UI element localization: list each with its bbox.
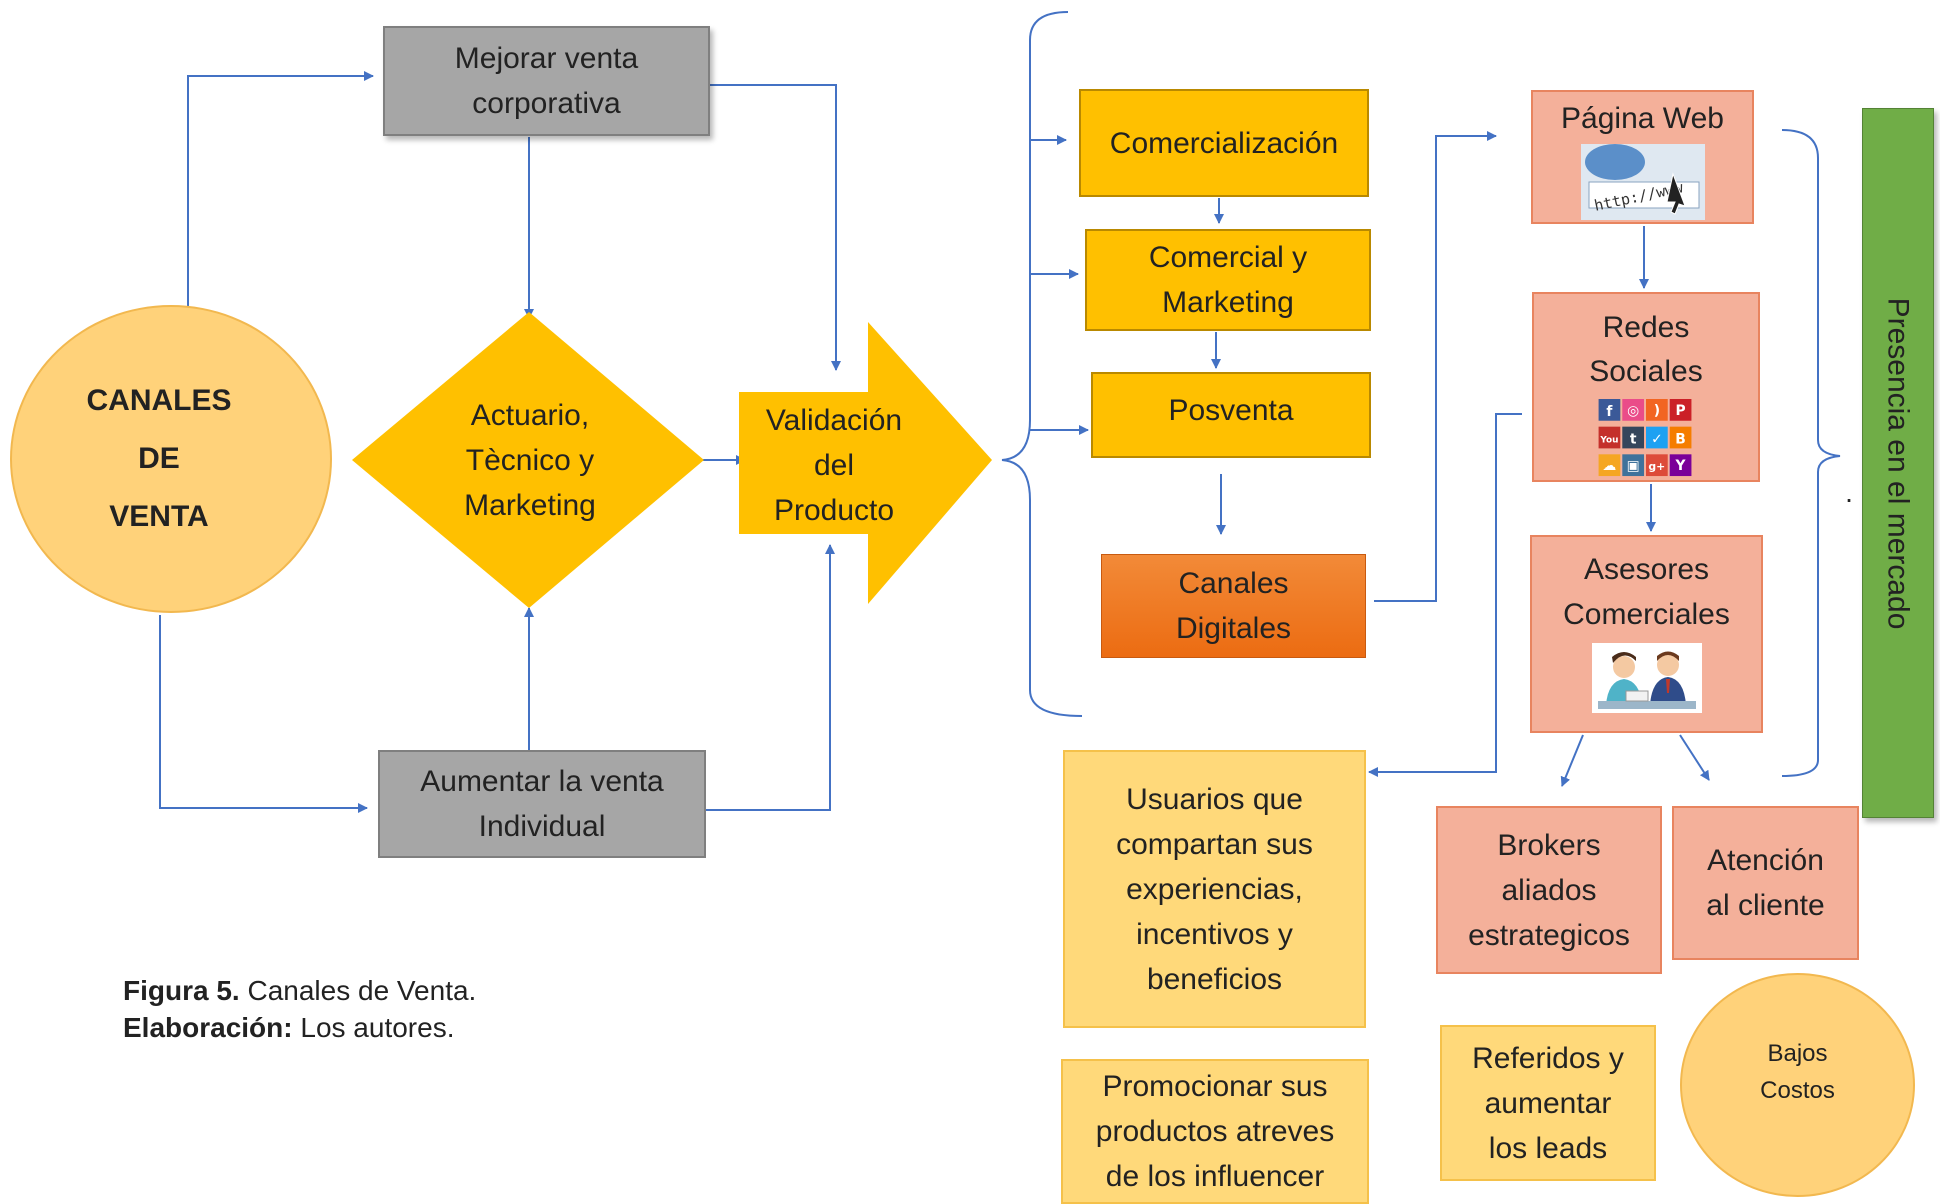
web-url-icon: http://www bbox=[1580, 143, 1705, 220]
actuario-label: Actuario, Tècnico y Marketing bbox=[464, 398, 596, 522]
connector-aumentar-to-validacion bbox=[705, 544, 835, 811]
svg-text:f: f bbox=[1606, 404, 1613, 420]
referidos-box: Referidos y aumentar los leads bbox=[1440, 1025, 1656, 1181]
svg-text:✓: ✓ bbox=[1651, 431, 1663, 447]
canales-de-venta-circle: CANALES DE VENTA bbox=[10, 305, 332, 613]
svg-text:g+: g+ bbox=[1648, 460, 1665, 473]
svg-text:◎: ◎ bbox=[1627, 403, 1639, 419]
credit-text: Los autores. bbox=[292, 1012, 455, 1044]
connector-asesores-to-brokers bbox=[1560, 734, 1584, 787]
asesores-box: Asesores Comerciales bbox=[1530, 535, 1763, 733]
promocionar-box: Promocionar sus productos atreves de los… bbox=[1061, 1059, 1369, 1204]
bajos-costos-circle: Bajos Costos bbox=[1680, 973, 1915, 1197]
svg-text:▣: ▣ bbox=[1627, 458, 1640, 474]
posventa-label: Posventa bbox=[1168, 394, 1294, 427]
svg-text:B: B bbox=[1675, 431, 1686, 447]
curly-brace-right bbox=[1781, 129, 1841, 777]
promocionar-label: Promocionar sus productos atreves de los… bbox=[1095, 1070, 1335, 1193]
svg-text:You: You bbox=[1599, 435, 1618, 445]
svg-text:): ) bbox=[1654, 403, 1660, 419]
validacion-arrow-text: Validación del Producto bbox=[739, 395, 929, 535]
referidos-label: Referidos y aumentar los leads bbox=[1472, 1041, 1624, 1165]
pagina-web-box: Página Web http://www bbox=[1531, 90, 1754, 224]
brokers-box: Brokers aliados estrategicos bbox=[1436, 806, 1662, 974]
stray-dot-text: . bbox=[1845, 477, 1853, 508]
connector-circle-to-mejorar bbox=[187, 71, 374, 308]
connector-mejorar-to-validacion bbox=[709, 84, 841, 371]
atencion-box: Atención al cliente bbox=[1672, 806, 1859, 960]
canales-digitales-box: Canales Digitales bbox=[1101, 554, 1366, 658]
figure-caption-line: Figura 5. Canales de Venta. bbox=[123, 972, 476, 1009]
bajos-costos-label: Bajos Costos bbox=[1760, 1040, 1835, 1105]
svg-text:t: t bbox=[1630, 431, 1637, 447]
presencia-mercado-bar: Presencia en el mercado bbox=[1862, 108, 1934, 818]
validacion-label: Validación del Producto bbox=[765, 403, 903, 527]
usuarios-box: Usuarios que compartan sus experiencias,… bbox=[1063, 750, 1366, 1028]
figure-text: Canales de Venta. bbox=[239, 975, 477, 1006]
figure-label: Figura 5. bbox=[123, 975, 240, 1006]
mejorar-venta-box: Mejorar venta corporativa bbox=[383, 26, 710, 136]
comercializacion-label: Comercialización bbox=[1109, 126, 1339, 160]
credit-line: Elaboración: Los autores. bbox=[123, 1009, 476, 1046]
comercial-marketing-box: Comercial y Marketing bbox=[1085, 229, 1371, 331]
mejorar-venta-label: Mejorar venta corporativa bbox=[454, 42, 639, 120]
svg-text:☁: ☁ bbox=[1603, 458, 1617, 474]
credit-label: Elaboración: bbox=[123, 1012, 293, 1044]
stray-dot: . bbox=[1844, 477, 1854, 508]
connector-circle-to-aumentar bbox=[159, 615, 368, 813]
svg-text:P: P bbox=[1676, 403, 1686, 419]
connector-canales-to-web bbox=[1374, 131, 1497, 602]
connector-redes-to-usuarios bbox=[1368, 413, 1522, 777]
curly-brace-left bbox=[1001, 11, 1083, 717]
canales-de-venta-label: CANALES DE VENTA bbox=[86, 384, 232, 533]
advisors-meeting-icon bbox=[1591, 643, 1702, 713]
figure-caption: Figura 5. Canales de Venta. Elaboración:… bbox=[123, 972, 476, 1046]
connector-asesores-to-atencion bbox=[1679, 734, 1710, 781]
canales-digitales-label: Canales Digitales bbox=[1175, 567, 1292, 645]
brokers-label: Brokers aliados estrategicos bbox=[1468, 828, 1630, 952]
asesores-label: Asesores Comerciales bbox=[1563, 553, 1730, 631]
aumentar-venta-label: Aumentar la venta Individual bbox=[420, 765, 664, 843]
usuarios-label: Usuarios que compartan sus experiencias,… bbox=[1116, 782, 1313, 996]
pagina-web-label: Página Web bbox=[1561, 102, 1724, 135]
actuario-diamond-text: Actuario, Tècnico y Marketing bbox=[420, 390, 640, 530]
redes-sociales-label: Redes Sociales bbox=[1589, 311, 1703, 388]
redes-sociales-box: Redes Sociales f ◎) P You t ✓ B ☁ ▣ g+ Y bbox=[1532, 292, 1760, 482]
comercial-marketing-label: Comercial y Marketing bbox=[1148, 241, 1308, 319]
presencia-mercado-label: Presencia en el mercado bbox=[1881, 297, 1915, 629]
social-media-grid-icon: f ◎) P You t ✓ B ☁ ▣ g+ Y bbox=[1598, 399, 1692, 477]
svg-text:Y: Y bbox=[1675, 458, 1687, 474]
atencion-label: Atención al cliente bbox=[1706, 844, 1825, 922]
comercializacion-box: Comercialización bbox=[1079, 89, 1369, 197]
aumentar-venta-box: Aumentar la venta Individual bbox=[378, 750, 706, 858]
posventa-box: Posventa bbox=[1091, 372, 1371, 458]
